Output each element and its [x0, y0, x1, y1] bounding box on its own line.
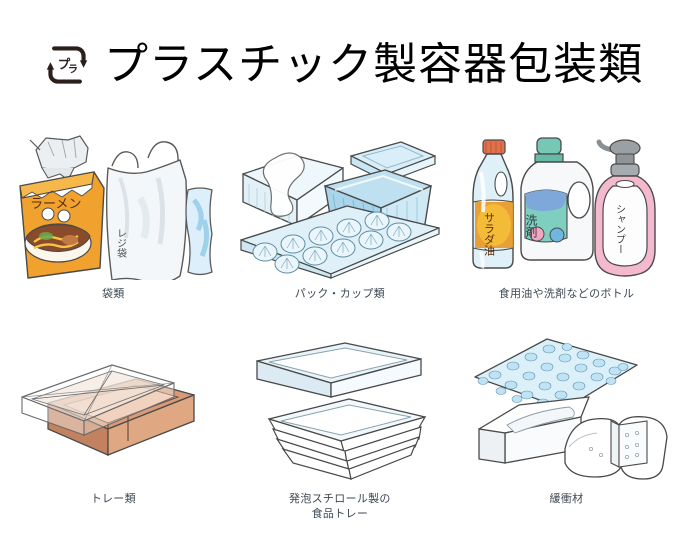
- clear-bag: [185, 187, 213, 276]
- category-grid: ラーメン レジ袋: [0, 128, 680, 521]
- svg-text:プ: プ: [58, 57, 71, 72]
- category-bottles: サラダ油 洗剤: [453, 128, 680, 301]
- plastic-recycle-mark-icon: プ ラ: [44, 42, 90, 88]
- caption-packs-cups: パック・カップ類: [294, 287, 385, 300]
- detergent-bottle: 洗剤: [520, 137, 595, 261]
- category-row-1: ラーメン レジ袋: [0, 128, 680, 301]
- caption-cushioning: 緩衝材: [549, 492, 584, 505]
- category-row-2: トレー類: [0, 337, 680, 521]
- svg-text:ラ: ラ: [68, 63, 78, 75]
- caption-trays: トレー類: [90, 492, 136, 505]
- category-packs-cups: パック・カップ類: [227, 128, 454, 301]
- shopping-bag: レジ袋: [106, 141, 188, 280]
- foam-block-right: [564, 416, 669, 480]
- bottles-illustration: サラダ油 洗剤: [461, 128, 671, 280]
- cushioning-illustration: [461, 337, 671, 485]
- salad-oil-label: サラダ油: [483, 212, 496, 256]
- ramen-label: ラーメン: [30, 197, 81, 212]
- caption-line-1: 発泡スチロール製の: [289, 492, 391, 505]
- caption-line-2: 食品トレー: [311, 507, 369, 520]
- packs-cups-illustration: [235, 128, 445, 280]
- category-bags: ラーメン レジ袋: [0, 128, 227, 301]
- category-styrofoam-trays: 発泡スチロール製の 食品トレー: [227, 337, 454, 521]
- styrofoam-trays-illustration: [235, 337, 445, 485]
- ramen-package: ラーメン: [19, 171, 105, 279]
- detergent-label: 洗剤: [524, 214, 538, 239]
- page-title: プラスチック製容器包装類: [104, 39, 644, 90]
- small-bag: [29, 135, 89, 181]
- foam-tray-stack: [267, 398, 427, 480]
- tray-lid: [21, 364, 175, 436]
- bags-illustration: ラーメン レジ袋: [8, 128, 218, 280]
- foam-block-left: [478, 396, 591, 464]
- bubble-wrap: [474, 338, 639, 410]
- category-trays: トレー類: [0, 337, 227, 521]
- trays-illustration: [8, 337, 218, 485]
- shopping-bag-label: レジ袋: [115, 228, 127, 258]
- caption-bags: 袋類: [101, 287, 125, 300]
- category-cushioning: 緩衝材: [453, 337, 680, 521]
- tofu-pack: [242, 152, 344, 228]
- caption-styrofoam-trays: 発泡スチロール製の 食品トレー: [289, 491, 391, 521]
- shampoo-label: シャンプー: [614, 204, 625, 254]
- foam-tray-single: [256, 342, 422, 398]
- shampoo-bottle: シャンプー: [594, 139, 657, 277]
- salad-oil-bottle: サラダ油: [472, 139, 515, 269]
- caption-bottles: 食用油や洗剤などのボトル: [498, 287, 635, 300]
- page-header: プ ラ プラスチック製容器包装類: [44, 42, 643, 88]
- egg-carton: [240, 205, 440, 279]
